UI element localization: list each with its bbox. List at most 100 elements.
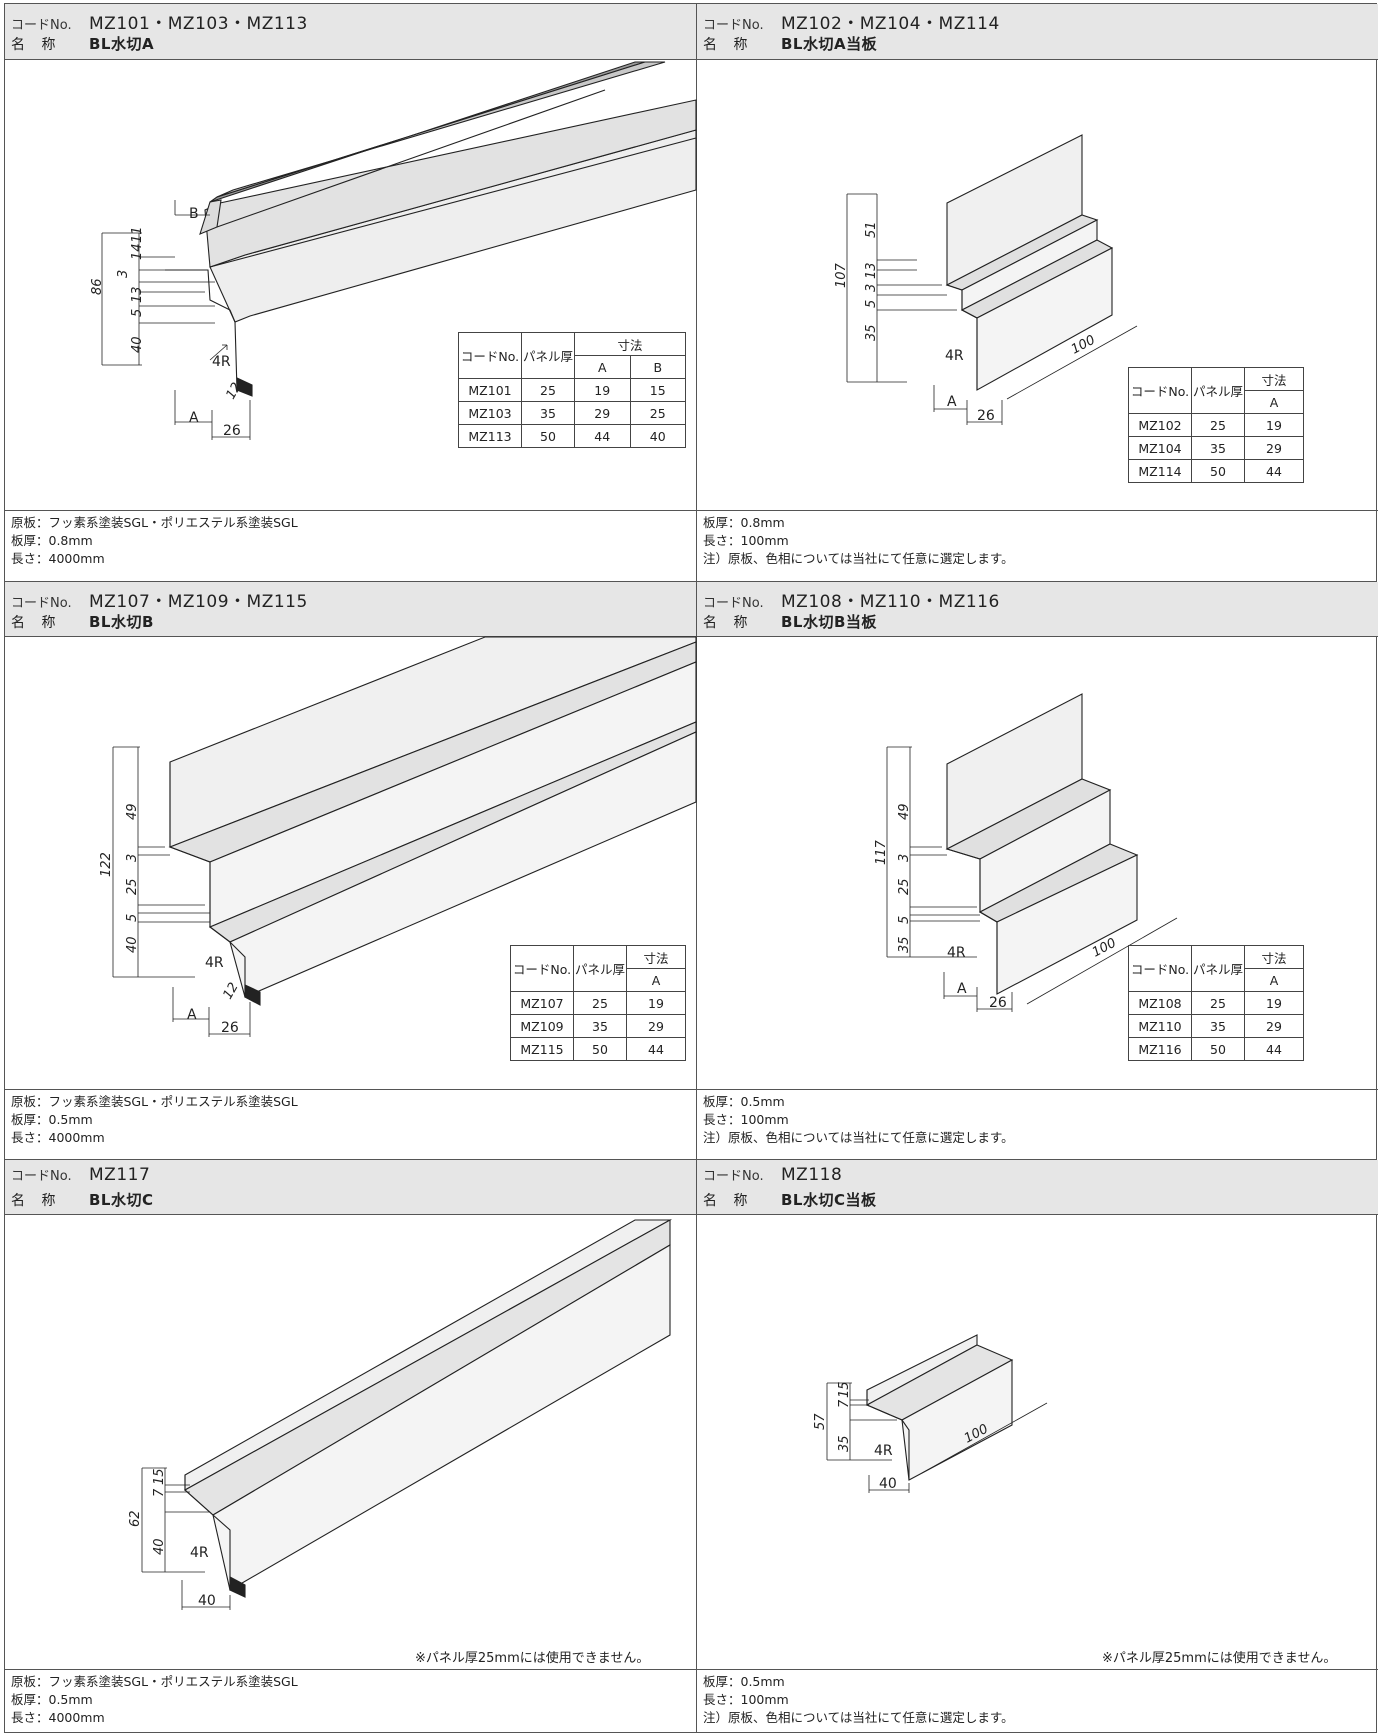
dim-text: A [947, 394, 957, 410]
mz118-drawing: 57 7 15 35 100 4R 40 [813, 1334, 1048, 1493]
mz108-drawing: 117 49 3 25 5 35 100 4R A 26 [874, 693, 1178, 1012]
dim-text: 86 [90, 278, 105, 295]
th-dims: 寸法 [626, 945, 686, 969]
dim-text: 15 [152, 1468, 167, 1485]
dim-text: 14 [130, 243, 145, 260]
dim-text: 3 [897, 854, 912, 862]
th-b: B [629, 355, 686, 379]
dim-text: 4R [947, 945, 966, 961]
code-label: コードNo. [703, 18, 764, 33]
note-line: 注）原板、色相については当社にて任意に選定します。 [703, 1130, 1014, 1145]
note-line: 長さ：100mm [703, 1692, 789, 1707]
table-cell: 29 [1244, 436, 1304, 460]
table-cell: MZ114 [1128, 459, 1192, 483]
table-cell: 44 [626, 1037, 686, 1061]
code-label: コードNo. [11, 596, 72, 611]
table-cell: MZ115 [510, 1037, 574, 1061]
table-cell: 50 [573, 1037, 627, 1061]
dim-text: 51 [864, 221, 879, 238]
product-name: BL水切B [89, 613, 154, 631]
note-line: 原板：フッ素系塗装SGL・ポリエステル系塗装SGL [11, 1094, 298, 1109]
th-code: コードNo. [1128, 945, 1192, 992]
dim-text: 5 [897, 916, 912, 924]
code-label: コードNo. [703, 1169, 764, 1184]
code-label: コードNo. [11, 18, 72, 33]
th-code: コードNo. [510, 945, 574, 992]
dim-text: 7 [837, 1399, 852, 1408]
name-label: 名 称 [11, 615, 62, 631]
table-cell: 19 [626, 991, 686, 1015]
note-line: 長さ：4000mm [11, 1710, 105, 1725]
table-cell: MZ108 [1128, 991, 1192, 1015]
product-name: BL水切A [89, 35, 155, 53]
dim-text: 49 [125, 803, 140, 820]
product-notes: 原板：フッ素系塗装SGL・ポリエステル系塗装SGL 板厚：0.5mm 長さ：40… [5, 1089, 696, 1159]
table-cell: 29 [626, 1014, 686, 1038]
dim-text: 12 [220, 980, 241, 1002]
name-label: 名 称 [703, 1193, 754, 1209]
note-line: 注）原板、色相については当社にて任意に選定します。 [703, 1710, 1014, 1725]
row-separator [5, 1159, 1376, 1160]
dim-text: A [187, 1007, 197, 1023]
note-line: 板厚：0.5mm [703, 1674, 785, 1689]
product-code: MZ118 [781, 1165, 843, 1185]
table-cell: MZ113 [458, 424, 522, 448]
table-cell: 29 [1244, 1014, 1304, 1038]
table-cell: 44 [574, 424, 631, 448]
column-divider [696, 4, 697, 1732]
table-cell: MZ109 [510, 1014, 574, 1038]
table-cell: MZ116 [1128, 1037, 1192, 1061]
table-cell: 35 [1191, 436, 1245, 460]
table-cell: 44 [1244, 1037, 1304, 1061]
dim-text: 4R [212, 354, 231, 370]
note-line: 長さ：4000mm [11, 1130, 105, 1145]
row-separator [5, 581, 1376, 582]
product-name: BL水切C [89, 1191, 154, 1209]
product-notes: 板厚：0.8mm 長さ：100mm 注）原板、色相については当社にて任意に選定し… [697, 510, 1378, 581]
dim-text: A [957, 981, 967, 997]
note-line: 注）原板、色相については当社にて任意に選定します。 [703, 551, 1014, 566]
table-cell: 25 [573, 991, 627, 1015]
note-line: 板厚：0.8mm [11, 533, 93, 548]
dim-text: 35 [897, 936, 912, 953]
table-cell: 19 [574, 378, 631, 402]
dim-text: 3 [116, 270, 131, 278]
dim-text: 40 [879, 1476, 897, 1492]
product-code: MZ102・MZ104・MZ114 [781, 14, 1000, 34]
note-line: 長さ：4000mm [11, 551, 105, 566]
usage-footnote: ※パネル厚25mmには使用できません。 [1102, 1651, 1337, 1666]
product-code: MZ101・MZ103・MZ113 [89, 14, 308, 34]
table-cell: 25 [629, 401, 686, 425]
table-cell: 19 [1244, 991, 1304, 1015]
dim-text: 49 [897, 803, 912, 820]
dim-text: 4R [190, 1545, 209, 1561]
name-label: 名 称 [703, 615, 754, 631]
table-cell: 40 [629, 424, 686, 448]
catalog-sheet: コードNo. MZ101・MZ103・MZ113 名 称 BL水切A [4, 3, 1378, 1734]
table-cell: MZ107 [510, 991, 574, 1015]
dim-text: 57 [813, 1413, 828, 1430]
dim-text: A [189, 410, 199, 426]
name-label: 名 称 [11, 1193, 62, 1209]
table-cell: MZ110 [1128, 1014, 1192, 1038]
dim-text: 40 [130, 336, 145, 353]
dim-text: 40 [198, 1593, 216, 1609]
table-cell: MZ104 [1128, 436, 1192, 460]
dim-text: 5 [125, 914, 140, 922]
product-name: BL水切B当板 [781, 613, 877, 631]
th-a: A [626, 968, 686, 992]
dim-text: 15 [837, 1381, 852, 1398]
th-code: コードNo. [1128, 367, 1192, 414]
th-panel: パネル厚 [573, 945, 627, 992]
name-label: 名 称 [11, 37, 62, 53]
